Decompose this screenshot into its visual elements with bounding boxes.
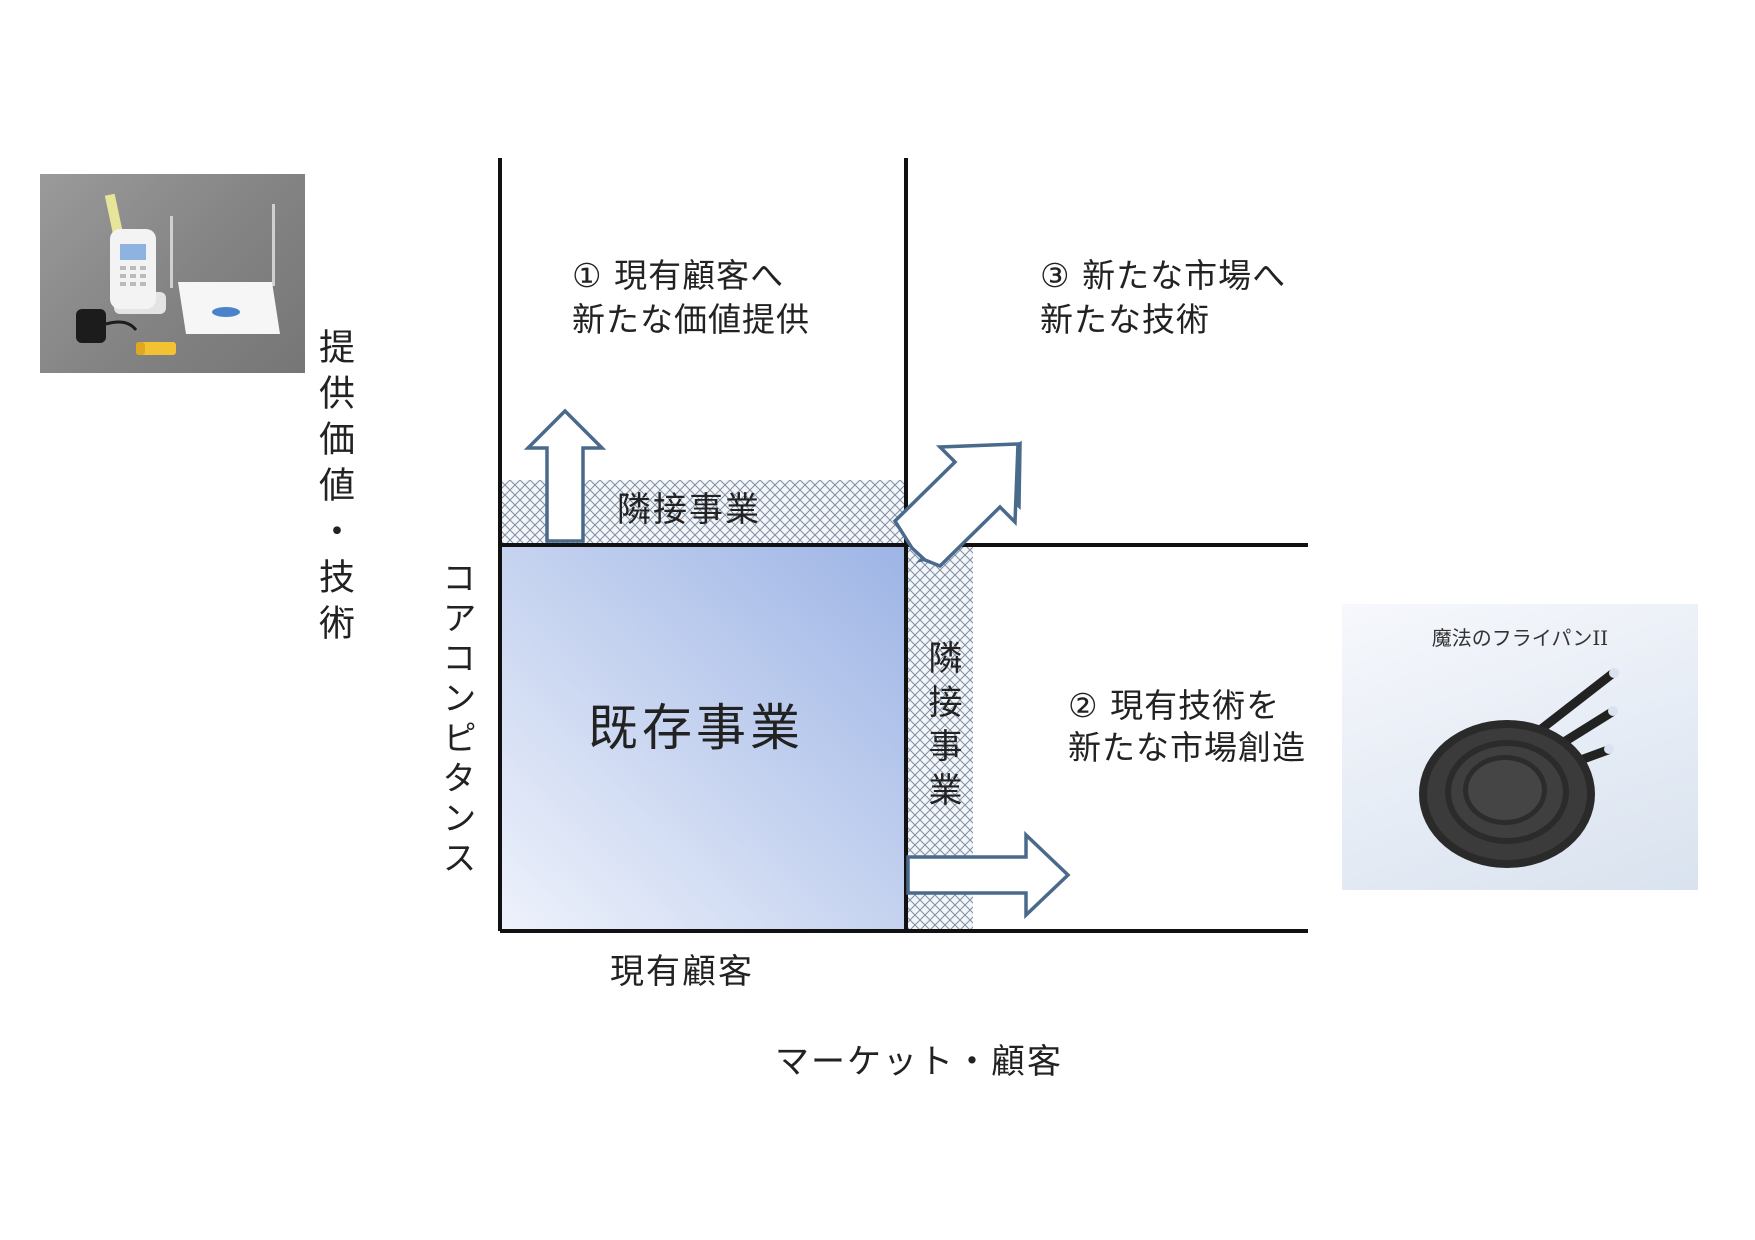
quadrant-1-line2: 新たな価値提供 [572,300,810,339]
adjacent-business-vertical-label: 隣接事業 [922,640,962,816]
existing-business-label: 既存事業 [588,699,804,757]
arrow-right [906,830,1071,920]
current-customers-label: 現有顧客 [610,952,754,992]
adjacent-business-horizontal-label: 隣接事業 [617,490,761,530]
core-competence-label: コアコンピタンス [436,560,476,880]
arrow-diagonal-shape [892,442,1020,569]
quadrant-2-line1: ② 現有技術を [1068,686,1281,725]
quadrant-3-line2: 新たな技術 [1040,300,1210,339]
cordless-phone-photo [40,174,305,373]
x-axis-label: マーケット・顧客 [775,1042,1063,1082]
pan-caption: 魔法のフライパンII [1431,626,1609,650]
quadrant-1-line1: ① 現有顧客へ [572,256,785,295]
existing-business-block [500,545,906,931]
grid-lines [498,158,1308,933]
frying-pan-photo: 魔法のフライパンII [1342,604,1698,890]
quadrant-2-line2: 新たな市場創造 [1068,728,1306,767]
quadrant-3-line1: ③ 新たな市場へ [1040,256,1287,295]
arrow-up [523,408,607,543]
y-axis-label: 提供価値・技術 [313,328,354,650]
